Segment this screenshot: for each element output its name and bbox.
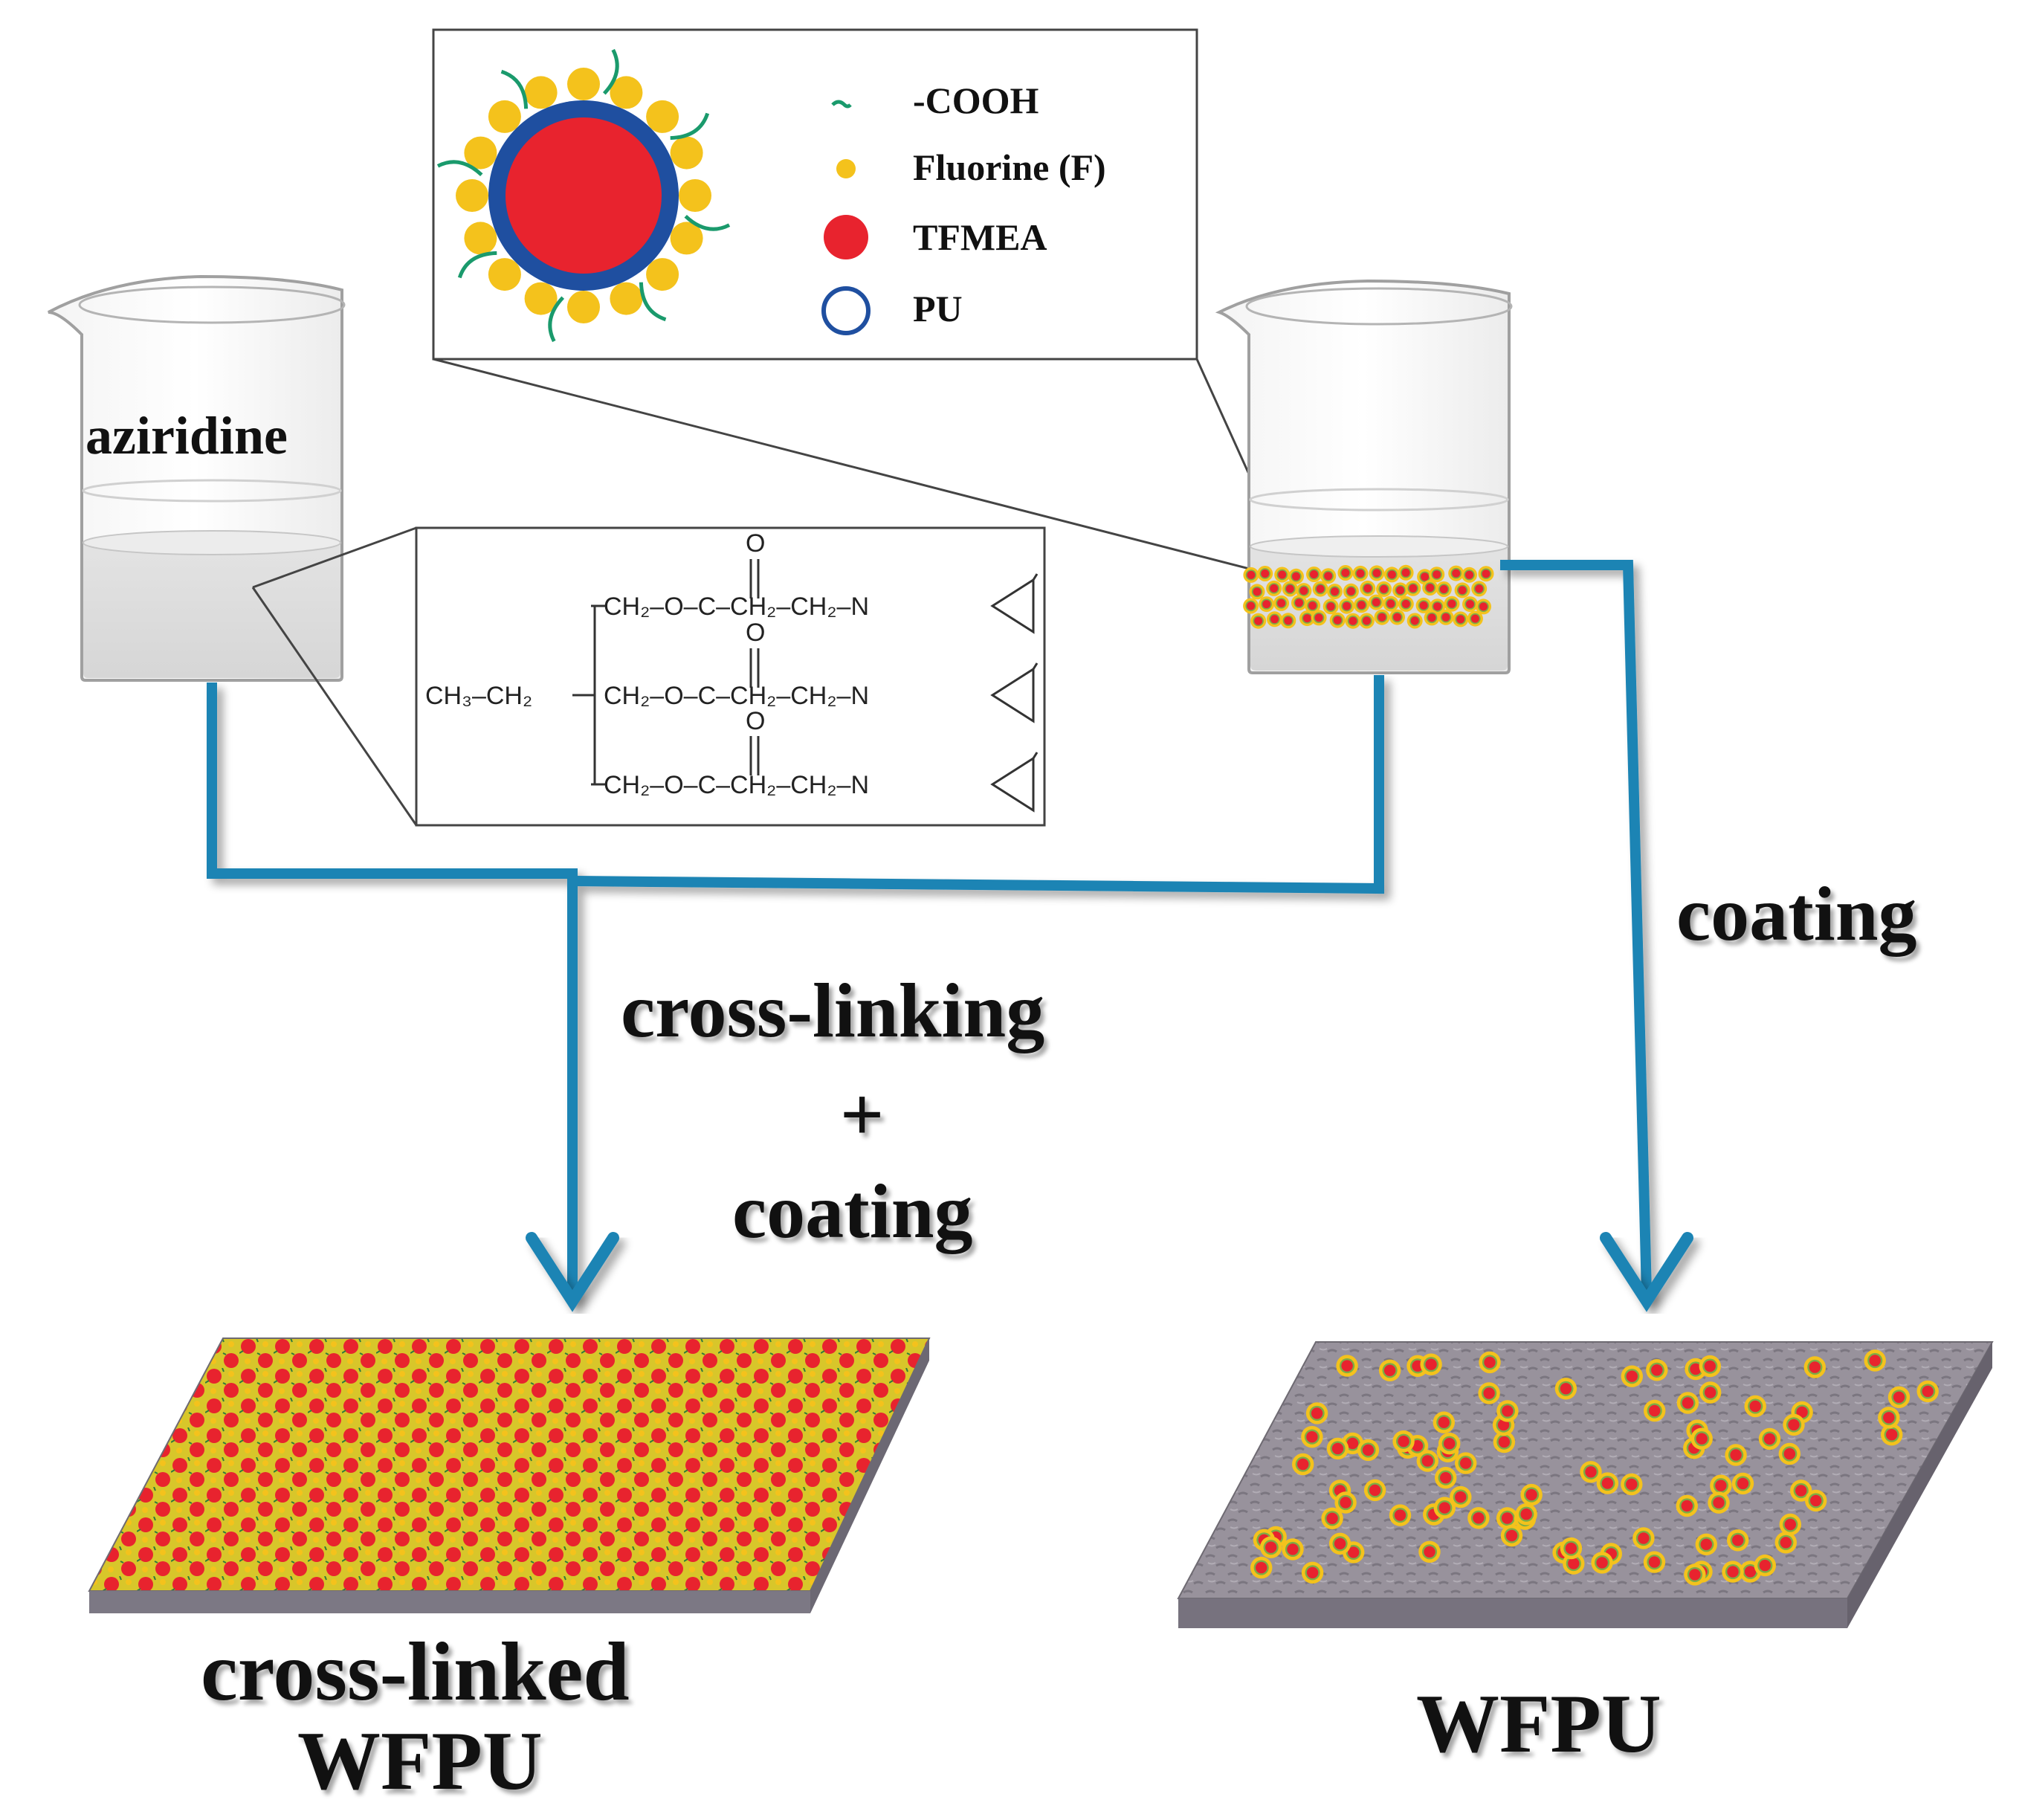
wfpu-dispersion-beaker — [1215, 279, 1513, 674]
fluorine-dot — [567, 291, 600, 323]
structure-row-2-prefix: CH₃–CH₂ — [425, 682, 533, 710]
cooh-chain — [500, 69, 529, 109]
core-shell-particle — [436, 48, 731, 343]
fluorine-dot — [670, 222, 703, 255]
aziridine-flow-line — [207, 682, 578, 879]
flow-lines — [207, 560, 1653, 1300]
coating-step-label: coating — [732, 1169, 973, 1254]
tfmea-legend-symbol — [824, 215, 868, 259]
film-particle-layer — [1250, 1349, 1939, 1586]
arrowheads — [526, 1232, 1693, 1312]
wfpu-product-label: WFPU — [1416, 1678, 1661, 1770]
legend-label-pu: PU — [913, 288, 963, 329]
cooh-chain — [639, 282, 667, 322]
dispersion-flow-line — [566, 675, 1384, 894]
legend-label-cooh: -COOH — [913, 80, 1039, 121]
cooh-chain — [436, 160, 483, 177]
fluorine-legend-symbol — [836, 159, 856, 178]
beaker-particle-layer — [1243, 564, 1494, 629]
fluorine-dot — [610, 282, 643, 315]
branch-bracket — [572, 604, 606, 786]
cooh-legend-symbol — [831, 100, 852, 109]
fluorine-dot — [488, 258, 521, 291]
crosslinked-wfpu-label: WFPU — [297, 1715, 543, 1807]
fluorine-dot — [464, 136, 497, 170]
carbonyl-o-3: O — [746, 707, 766, 735]
crosslinking-step-label: cross-linking — [621, 968, 1045, 1053]
cooh-chain — [457, 251, 497, 279]
fluorine-dot — [464, 222, 497, 255]
legend-label-tfmea: TFMEA — [913, 216, 1047, 258]
structure-box — [415, 526, 1046, 827]
pu-legend-symbol — [821, 286, 871, 335]
fluorine-dot — [646, 258, 679, 291]
fluorine-dot — [646, 100, 679, 133]
structure-leader-line — [252, 526, 417, 589]
carbonyl-o-1: O — [746, 529, 766, 558]
legend-leader-line — [433, 358, 1265, 574]
wfpu-film — [1177, 1341, 1994, 1628]
crosslink-arrowhead — [526, 1232, 619, 1312]
plus-label: + — [840, 1072, 885, 1158]
fluorine-dot — [524, 76, 558, 109]
fluorine-dot — [567, 68, 600, 100]
fluorine-dot — [456, 179, 488, 212]
structure-leader-line — [251, 587, 418, 826]
cooh-chain — [684, 214, 731, 231]
coating-arrowhead — [1600, 1232, 1693, 1312]
coating-arrow-shaft — [1500, 560, 1653, 1300]
fluorine-dot — [670, 136, 703, 170]
legend-label-fluorine: Fluorine (F) — [913, 146, 1106, 188]
structure-row-1: CH₂–O–C–CH₂–CH₂–N — [604, 593, 870, 621]
cooh-chain — [548, 296, 565, 343]
fluorine-dot — [524, 282, 558, 315]
crosslinked-product-label: cross-linked — [201, 1626, 630, 1718]
fluorine-dot — [488, 100, 521, 133]
fluorine-dot — [610, 76, 643, 109]
aziridine-beaker — [48, 274, 346, 682]
aziridine-label: aziridine — [85, 406, 288, 465]
structure-row-3: CH₂–O–C–CH₂–CH₂–N — [604, 771, 870, 799]
carbonyl-bonds — [749, 559, 760, 775]
right-coating-label: coating — [1676, 871, 1917, 957]
cooh-chain — [602, 48, 619, 95]
aziridine-rings — [990, 573, 1039, 813]
structure-row-2: CH₂–O–C–CH₂–CH₂–N — [604, 682, 870, 710]
tfmea-core — [506, 117, 662, 274]
cooh-chain — [670, 112, 710, 141]
carbonyl-o-2: O — [746, 619, 766, 647]
fluorine-dot — [679, 179, 711, 212]
crosslinked-film — [88, 1337, 931, 1613]
